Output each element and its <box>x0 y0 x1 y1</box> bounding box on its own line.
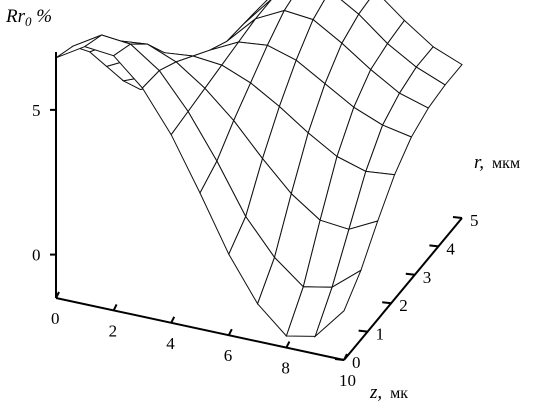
z-axis-line <box>55 297 345 361</box>
title-subscript: 0 <box>25 14 32 29</box>
z-tick-mark <box>343 353 348 361</box>
z-axis-name: z, <box>369 382 382 403</box>
z-tick-label: 6 <box>224 346 233 365</box>
r-axis-name: r, <box>474 152 484 173</box>
r-tick-label: 2 <box>399 296 408 315</box>
z-axis-unit: мк <box>390 385 408 402</box>
z-tick-label: 2 <box>109 321 118 340</box>
r-tick-mark <box>429 244 439 248</box>
r-tick-label: 3 <box>423 268 432 287</box>
r-axis-label: r, мкм <box>474 152 520 173</box>
z-tick-mark <box>112 303 118 311</box>
z-tick-label: 8 <box>281 359 290 378</box>
z-axis-label: z, мк <box>369 382 408 403</box>
r-tick-mark <box>452 216 463 219</box>
chart-title: Rr0 % <box>5 6 52 29</box>
z-tick-mark <box>170 316 176 324</box>
r-axis-line <box>343 217 463 361</box>
vertical-tick-label: 5 <box>32 101 41 120</box>
title-main: Rr <box>5 6 26 27</box>
r-tick-mark <box>358 329 368 333</box>
r-tick-mark <box>334 358 345 361</box>
r-tick-label: 5 <box>470 211 479 230</box>
z-tick-label: 0 <box>51 309 60 328</box>
z-tick-mark <box>227 328 233 336</box>
z-tick-label: 4 <box>166 334 175 353</box>
vertical-tick-label: 0 <box>32 246 41 265</box>
r-tick-label: 4 <box>446 239 455 258</box>
r-tick-label: 1 <box>376 325 385 344</box>
z-tick-mark <box>55 291 60 299</box>
r-axis-unit: мкм <box>492 155 520 172</box>
mesh-cell <box>314 269 362 339</box>
r-tick-mark <box>405 272 415 276</box>
surface-mesh <box>55 0 463 339</box>
r-tick-mark <box>382 301 392 305</box>
z-tick-mark <box>285 341 291 349</box>
z-tick-label: 10 <box>339 371 356 390</box>
r-tick-label: 0 <box>352 353 361 372</box>
title-rest: % <box>32 6 53 27</box>
